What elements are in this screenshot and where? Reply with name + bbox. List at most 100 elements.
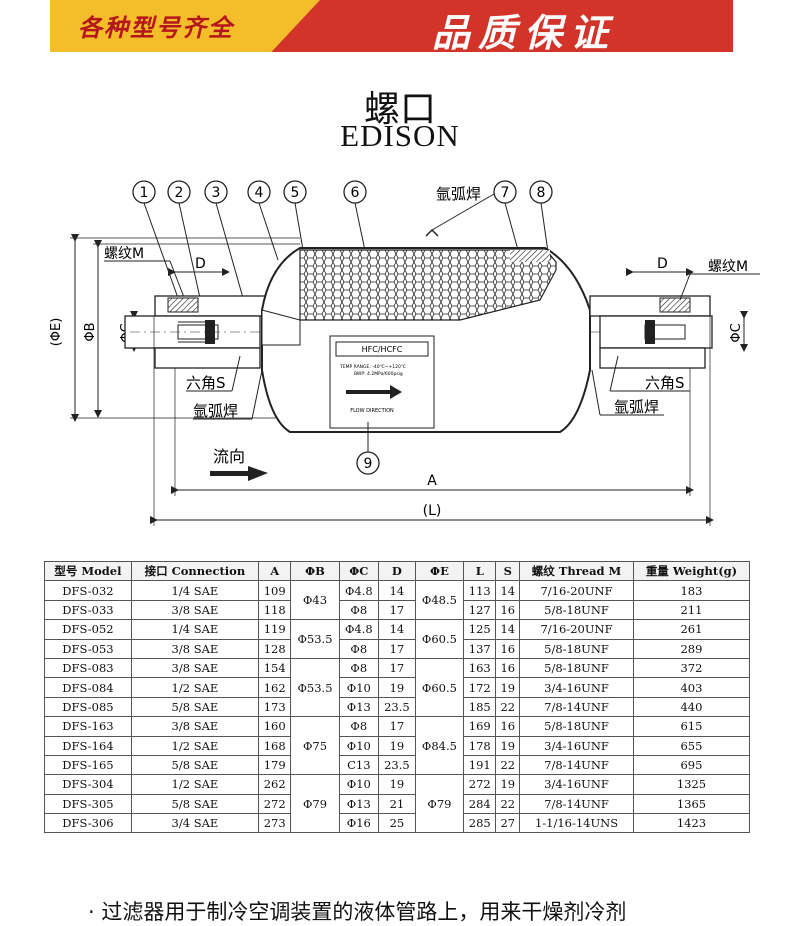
cell-s: 22: [495, 696, 521, 718]
cell-e: Φ79: [414, 774, 465, 834]
spec-table-header: 型号 Model 接口 Connection A ΦB ΦC D ΦE L S …: [44, 560, 751, 582]
dim-phi-e: (ΦE): [49, 318, 64, 347]
header-s: S: [495, 560, 521, 582]
banner-right-text: 品质保证: [432, 10, 617, 55]
cell-s: 19: [495, 677, 521, 698]
cell-l: 285: [463, 813, 497, 834]
header-a: A: [257, 560, 292, 582]
callout-3: 3: [204, 180, 246, 306]
cell-b: Φ75: [290, 716, 340, 776]
cell-weight: 1365: [632, 793, 751, 815]
cell-d: 19: [378, 774, 416, 795]
table-row: DFS-304 1/2 SAE 262 Φ79 Φ10 19 Φ79 272 1…: [44, 774, 751, 834]
spec-table: 型号 Model 接口 Connection A ΦB ΦC D ΦE L S …: [44, 560, 751, 834]
svg-text:9: 9: [364, 456, 373, 472]
cell-a: 118: [257, 599, 292, 621]
header-thread: 螺纹 Thread M: [519, 560, 634, 582]
dim-phi-c-right: ΦC: [729, 323, 744, 342]
cell-weight: 1423: [632, 813, 751, 834]
cell-connection: 3/8 SAE: [130, 716, 259, 737]
cell-model: DFS-304: [44, 774, 132, 795]
callout-2: 2: [167, 180, 201, 299]
cell-weight: 615: [632, 716, 751, 737]
cell-a: 160: [257, 716, 292, 737]
argon-weld-left: 氩弧焊: [193, 402, 238, 420]
cell-connection: 3/4 SAE: [130, 813, 259, 834]
cell-d: 17: [378, 638, 416, 659]
cell-d: 21: [378, 793, 416, 815]
svg-text:4: 4: [255, 185, 264, 201]
cell-d: 19: [378, 735, 416, 756]
dim-d-left: D: [195, 256, 206, 272]
cell-s: 22: [495, 793, 521, 815]
callout-4: 4: [247, 180, 279, 261]
header-model: 型号 Model: [44, 560, 132, 582]
argon-weld-right: 氩弧焊: [614, 398, 659, 416]
argon-weld-label-top: 氩弧焊: [436, 185, 481, 203]
cell-d: 25: [378, 813, 416, 834]
cell-d: 14: [378, 580, 416, 601]
header-e: ΦE: [414, 560, 465, 582]
callout-1: 1: [132, 180, 179, 299]
header-b: ΦB: [290, 560, 340, 582]
cell-a: 128: [257, 638, 292, 659]
cell-connection: 1/2 SAE: [130, 774, 259, 795]
cell-c: Φ4.8: [338, 619, 380, 640]
table-row: DFS-165 5/8 SAE 179 C13 23.5 191 22 7/8-…: [44, 754, 751, 776]
cell-a: 173: [257, 696, 292, 718]
cell-s: 22: [495, 754, 521, 776]
cell-connection: 1/4 SAE: [130, 619, 259, 640]
callout-9: 9: [356, 422, 380, 475]
dim-l: (L): [423, 503, 442, 519]
cell-l: 113: [463, 580, 497, 601]
thread-m-right: 螺纹M: [708, 259, 748, 275]
right-flare-fitting: [589, 295, 713, 369]
cell-connection: 3/8 SAE: [130, 638, 259, 659]
cell-thread: 3/4-16UNF: [519, 677, 634, 698]
cell-connection: 1/2 SAE: [130, 735, 259, 756]
cell-model: DFS-052: [44, 619, 132, 640]
cell-s: 16: [495, 638, 521, 659]
cell-connection: 3/8 SAE: [130, 599, 259, 621]
cell-a: 162: [257, 677, 292, 698]
cell-weight: 695: [632, 754, 751, 776]
table-row: DFS-163 3/8 SAE 160 Φ75 Φ8 17 Φ84.5 169 …: [44, 716, 751, 776]
cell-model: DFS-053: [44, 638, 132, 659]
table-row: DFS-053 3/8 SAE 128 Φ8 17 137 16 5/8-18U…: [44, 638, 751, 659]
cell-l: 127: [463, 599, 497, 621]
header-d: D: [378, 560, 416, 582]
cell-s: 16: [495, 716, 521, 737]
callout-7: 7: [431, 180, 519, 251]
cell-weight: 183: [632, 580, 751, 601]
table-row: DFS-052 1/4 SAE 119 Φ53.5 Φ4.8 14 Φ60.5 …: [44, 619, 751, 659]
table-row: DFS-306 3/4 SAE 273 Φ16 25 285 27 1-1/16…: [44, 813, 751, 834]
flow-arrow-icon: [210, 466, 268, 481]
cell-d: 23.5: [378, 696, 416, 718]
table-row: DFS-164 1/2 SAE 168 Φ10 19 178 19 3/4-16…: [44, 735, 751, 756]
cell-a: 262: [257, 774, 292, 795]
svg-text:2: 2: [175, 185, 184, 201]
table-row: DFS-084 1/2 SAE 162 Φ10 19 172 19 3/4-16…: [44, 677, 751, 698]
header-c: ΦC: [338, 560, 380, 582]
label-pressure: BWP: 4.2MPa/600psig: [354, 371, 403, 377]
top-banner: 各种型号齐全 品质保证: [50, 0, 733, 55]
banner-left-panel: [50, 0, 320, 52]
label-temp: TEMP RANGE: -40℃~+120℃: [339, 364, 406, 370]
svg-text:8: 8: [537, 185, 546, 201]
header-l: L: [463, 560, 497, 582]
cell-thread: 5/8-18UNF: [519, 599, 634, 621]
cell-l: 191: [463, 754, 497, 776]
svg-text:6: 6: [351, 185, 360, 201]
cell-s: 14: [495, 619, 521, 640]
cell-e: Φ60.5: [414, 657, 465, 718]
cell-l: 169: [463, 716, 497, 737]
cell-a: 119: [257, 619, 292, 640]
cell-l: 178: [463, 735, 497, 756]
cell-thread: 7/16-20UNF: [519, 580, 634, 601]
cell-weight: 261: [632, 619, 751, 640]
cell-e: Φ48.5: [414, 580, 465, 621]
cell-weight: 440: [632, 696, 751, 718]
cell-d: 14: [378, 619, 416, 640]
cell-s: 19: [495, 735, 521, 756]
hex-s-right: 六角S: [645, 374, 685, 392]
